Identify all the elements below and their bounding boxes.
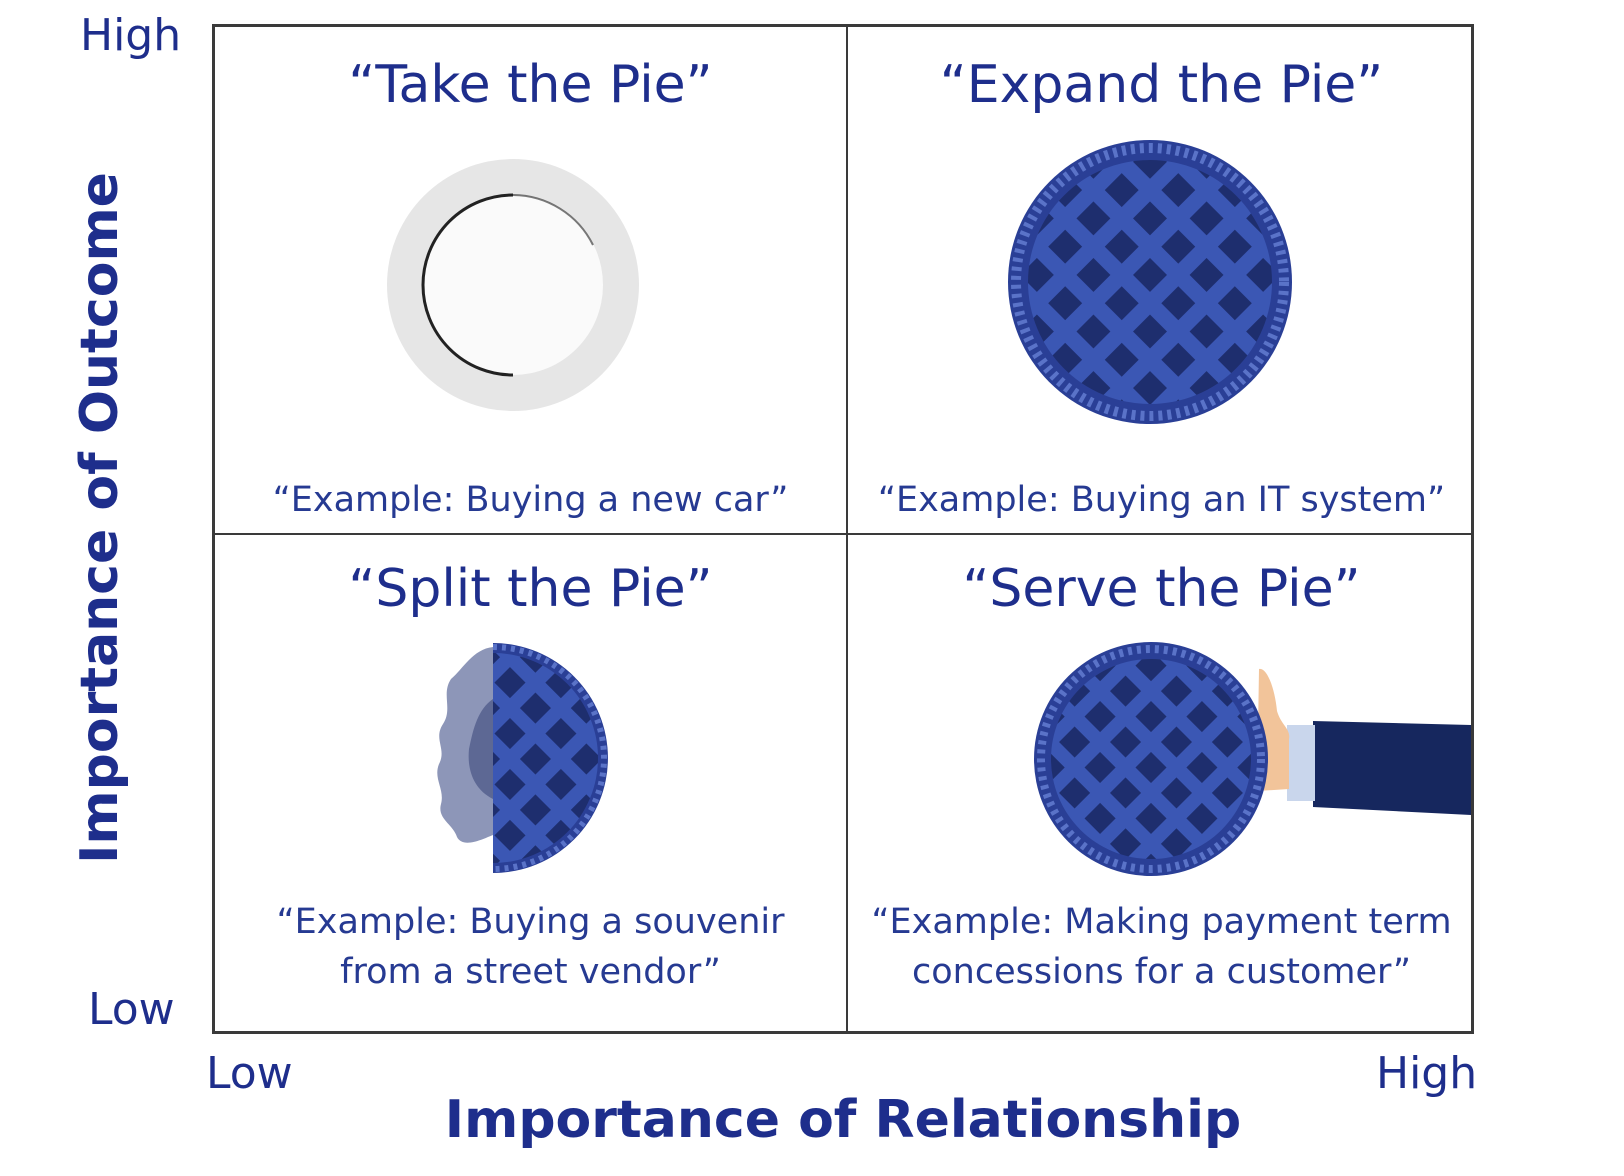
vertical-divider bbox=[846, 27, 848, 1031]
x-axis-low-label: Low bbox=[206, 1048, 293, 1099]
horizontal-divider bbox=[215, 533, 1471, 535]
example-line: “Example: Buying a new car” bbox=[272, 480, 789, 520]
example-line: concessions for a customer” bbox=[911, 952, 1411, 992]
y-axis-title: Importance of Outcome bbox=[70, 172, 130, 864]
quadrant-example-expand: “Example: Buying an IT system” bbox=[846, 475, 1477, 525]
x-axis-title: Importance of Relationship bbox=[444, 1090, 1242, 1150]
quadrant-example-take: “Example: Buying a new car” bbox=[215, 475, 846, 525]
y-axis-low-label: Low bbox=[88, 984, 175, 1035]
example-line: “Example: Buying an IT system” bbox=[877, 480, 1446, 520]
y-axis-high-label: High bbox=[80, 10, 182, 61]
quadrant-grid: “Take the Pie” “Example: Buying a new ca… bbox=[212, 24, 1474, 1034]
quadrant-example-serve: “Example: Making payment term concession… bbox=[846, 897, 1477, 997]
example-line: from a street vendor” bbox=[340, 952, 721, 992]
x-axis-high-label: High bbox=[1376, 1048, 1478, 1099]
quadrant-title-expand: “Expand the Pie” bbox=[939, 55, 1384, 115]
example-line: “Example: Making payment term bbox=[871, 902, 1452, 942]
whole-pie-icon bbox=[1008, 140, 1292, 424]
empty-plate-icon bbox=[387, 159, 639, 411]
quadrant-example-split: “Example: Buying a souvenir from a stree… bbox=[215, 897, 846, 997]
quadrant-title-take: “Take the Pie” bbox=[348, 55, 713, 115]
served-pie-icon bbox=[1034, 642, 1471, 876]
half-pie-icon bbox=[437, 643, 608, 873]
example-line: “Example: Buying a souvenir bbox=[276, 902, 785, 942]
quadrant-title-split: “Split the Pie” bbox=[348, 559, 713, 619]
quadrant-title-serve: “Serve the Pie” bbox=[962, 559, 1361, 619]
